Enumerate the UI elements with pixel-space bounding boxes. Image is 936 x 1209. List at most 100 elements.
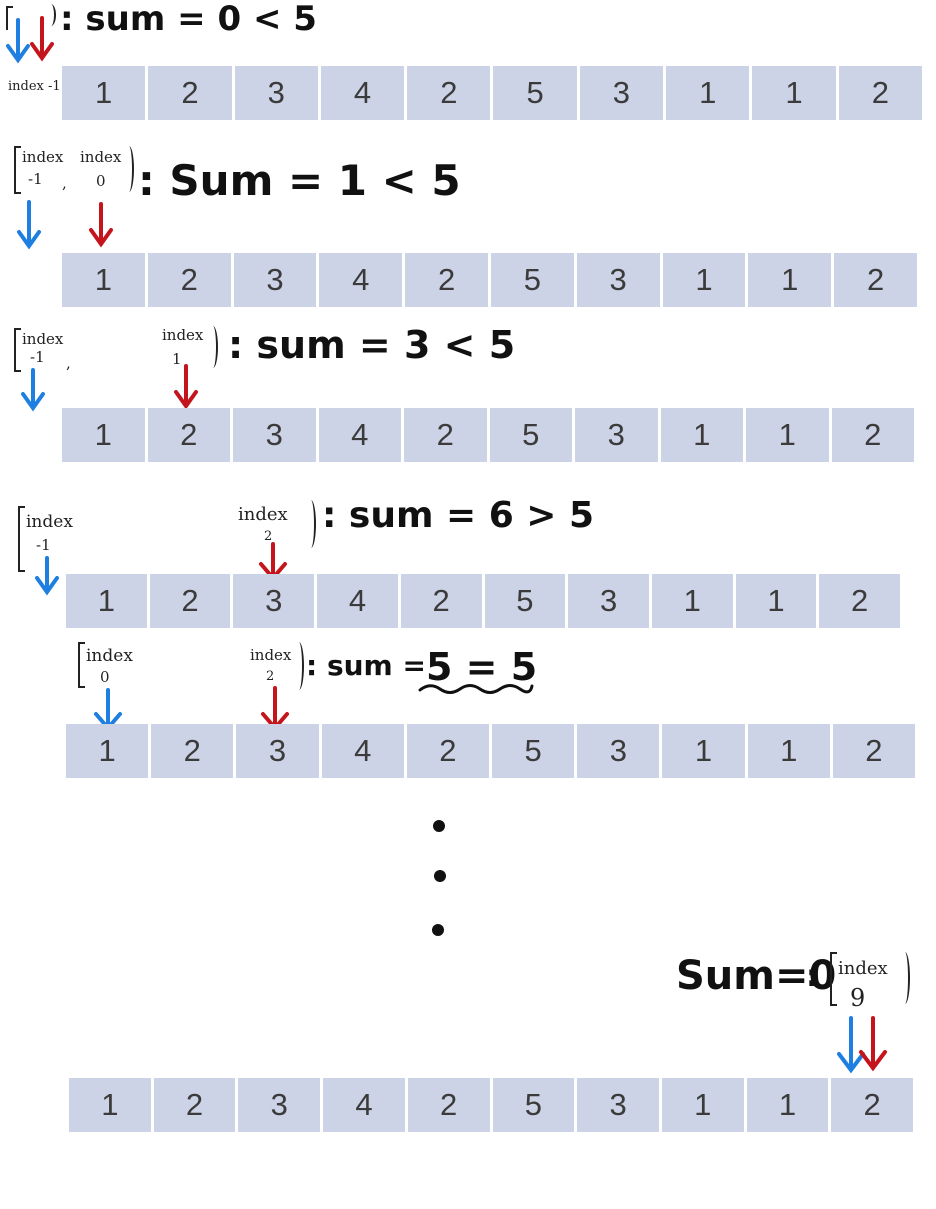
index-bracket [18,506,25,572]
array-row-5: 1 2 3 4 2 5 3 1 1 2 [66,724,916,778]
index-paren [208,326,218,368]
right-index-word: index [162,326,204,344]
left-index-word: index [26,512,73,532]
array-cell: 5 [492,724,575,778]
array-cell: 2 [407,1078,490,1132]
right-pointer-arrow-icon [174,364,198,410]
array-cell: 2 [404,408,487,462]
right-index-value: 1 [172,350,182,368]
sum-text: : sum = 0 < 5 [60,0,317,39]
index-paren [294,642,304,690]
sum-text: : Sum = 1 < 5 [138,156,461,205]
array-cell: 1 [735,574,817,628]
sum-text: : sum = 6 > 5 [322,495,595,536]
array-cell: 1 [752,66,836,120]
right-index-value: 2 [264,529,273,544]
array-cell: 2 [834,253,917,307]
array-cell: 1 [62,408,145,462]
array-row-2: 1 2 3 4 2 5 3 1 1 2 [62,253,917,307]
left-pointer-arrow-icon [17,200,41,250]
right-index-value: 2 [266,669,275,684]
ellipsis-dot [433,820,445,832]
array-cell: 2 [148,66,232,120]
left-index-word: index [86,646,133,666]
array-cell: 2 [831,1078,914,1132]
array-cell: 1 [62,66,146,120]
array-cell: 3 [238,1078,321,1132]
array-cell: 5 [490,253,574,307]
array-cell: 1 [662,724,745,778]
sum-result: 5 = 5 [426,645,538,689]
array-cell: 1 [66,724,149,778]
sum-text: Sum=0 [676,953,837,999]
array-cell: 3 [577,724,660,778]
right-index-word: index [80,148,122,166]
array-cell: 2 [832,724,916,778]
left-index-word: index [22,148,64,166]
right-index-word: index [238,504,288,525]
array-cell: 2 [400,574,482,628]
array-cell: 3 [576,253,660,307]
sum-prefix: : sum = [306,649,426,682]
index-comma: , [66,354,71,372]
index-word: index [838,958,888,979]
array-cell: 2 [831,408,914,462]
index-comma: , [62,174,67,192]
index-bracket [78,642,85,688]
ellipsis-dot [432,924,444,936]
left-pointer-arrow-icon [837,1016,865,1074]
array-cell: 1 [661,1078,744,1132]
left-index-value: 0 [100,668,110,686]
left-index-value: -1 [30,348,45,366]
array-cell: 3 [568,574,649,628]
index-bracket [6,6,13,30]
array-cell: 5 [484,574,566,628]
index-paren [46,4,56,26]
array-cell: 3 [577,1078,659,1132]
array-cell: 1 [746,1078,829,1132]
array-cell: 1 [746,408,829,462]
array-cell: 4 [320,66,405,120]
array-cell: 1 [62,253,145,307]
array-cell: 2 [405,253,488,307]
array-row-4: 1 2 3 4 2 5 3 1 1 2 [66,574,901,628]
left-pointer-arrow-icon [21,368,45,412]
array-cell: 2 [153,1078,236,1132]
left-index-value: -1 [36,536,51,554]
array-cell: 2 [151,724,234,778]
array-cell: 2 [147,253,231,307]
array-cell: 4 [319,253,403,307]
right-index-value: 0 [96,172,106,190]
array-cell: 4 [317,574,398,628]
array-cell: 1 [66,574,147,628]
array-cell: 3 [233,574,315,628]
left-index-value: -1 [28,170,43,188]
array-cell: 2 [407,66,491,120]
sum-text: : sum = 3 < 5 [228,323,516,367]
array-cell: 4 [318,408,401,462]
index-paren [900,952,910,1004]
left-pointer-arrow-icon [6,18,30,64]
array-cell: 2 [838,66,922,120]
array-cell: 3 [579,66,664,120]
left-pointer-arrow-icon [35,556,59,596]
array-cell: 2 [819,574,901,628]
right-pointer-arrow-icon [30,16,54,62]
array-cell: 3 [233,253,317,307]
array-row-3: 1 2 3 4 2 5 3 1 1 2 [62,408,914,462]
index-bracket [830,952,837,1006]
index-paren [306,500,316,548]
ellipsis-dot [434,870,446,882]
index-bracket [14,328,21,372]
left-index-word: index [22,330,64,348]
right-index-word: index [250,646,292,664]
array-cell: 5 [493,66,577,120]
array-cell: 3 [236,724,319,778]
index-paren [124,146,134,192]
array-cell: 3 [575,408,658,462]
array-cell: 2 [147,408,230,462]
array-cell: 3 [233,408,316,462]
right-pointer-arrow-icon [859,1016,887,1072]
side-index-label: index -1 [8,79,61,94]
index-value: 9 [850,984,866,1012]
